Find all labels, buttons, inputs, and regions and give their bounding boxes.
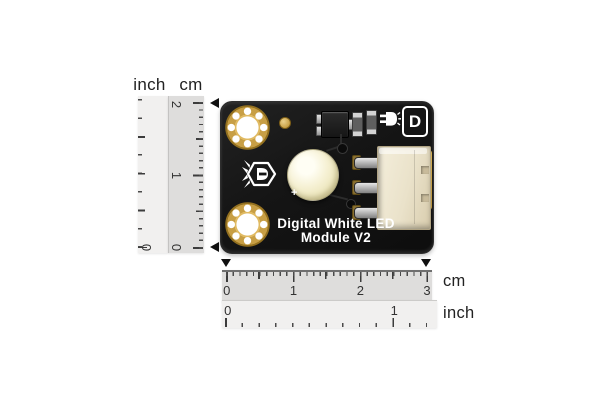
led-bulb-silkscreen-icon — [380, 110, 401, 133]
width-marker-left-icon — [221, 258, 231, 267]
vertical-inch-zero-tick — [138, 246, 147, 249]
white-led-dome — [287, 149, 339, 201]
connector-top-bevel — [379, 148, 427, 154]
horizontal-inch-number-1: 1 — [390, 302, 398, 318]
jst-connector-housing — [377, 146, 431, 230]
horizontal-cm-number-0: 0 — [223, 283, 231, 298]
mounting-hole-bottom-left — [224, 201, 270, 247]
mounting-hole-top-left — [224, 104, 270, 150]
board-title-line-2: Module V2 — [300, 230, 372, 245]
horizontal-cm-unit-label: cm — [443, 272, 466, 290]
horizontal-cm-number-2: 2 — [356, 283, 364, 298]
d-logo-letter: D — [408, 112, 422, 131]
connector-seam — [414, 150, 415, 224]
via-under-transistor — [337, 143, 348, 154]
horizontal-cm-minor-ticks — [225, 272, 429, 277]
width-marker-right-icon — [421, 258, 431, 267]
height-marker-top-icon — [210, 97, 219, 108]
vertical-inch-medium-ticks — [138, 136, 145, 213]
resistor-top-1 — [352, 112, 363, 137]
gold-pad-dot — [279, 117, 291, 129]
resistor-top-2 — [366, 110, 377, 135]
dfrobot-d-logo: D — [402, 106, 428, 137]
horizontal-inch-major-ticks — [225, 318, 395, 327]
led-polarity-plus: + — [291, 187, 298, 199]
vertical-cm-number-2: 2 — [169, 100, 185, 108]
horizontal-cm-number-1: 1 — [289, 283, 298, 298]
via-near-pins — [346, 199, 356, 209]
horizontal-inch-number-0: 0 — [224, 302, 232, 318]
vertical-cm-number-1: 1 — [169, 171, 185, 180]
vertical-cm-number-0: 0 — [169, 243, 185, 251]
horizontal-cm-number-3: 3 — [423, 283, 431, 298]
connector-notch-1 — [421, 166, 429, 174]
connector-notch-2 — [421, 194, 429, 202]
vertical-inch-unit-label: inch — [133, 75, 166, 94]
vertical-cm-unit-label: cm — [179, 75, 203, 94]
height-marker-bottom-icon — [210, 242, 219, 252]
trace-transistor-via — [340, 134, 342, 144]
horizontal-inch-unit-label: inch — [443, 304, 475, 322]
board-title-line-1: Digital White LED — [277, 216, 395, 231]
dfrobot-beetle-logo-icon — [241, 156, 279, 197]
vertical-inch-number-0: 0 — [139, 243, 155, 251]
transistor-body — [321, 111, 349, 138]
vertical-cm-minor-ticks — [198, 101, 203, 250]
